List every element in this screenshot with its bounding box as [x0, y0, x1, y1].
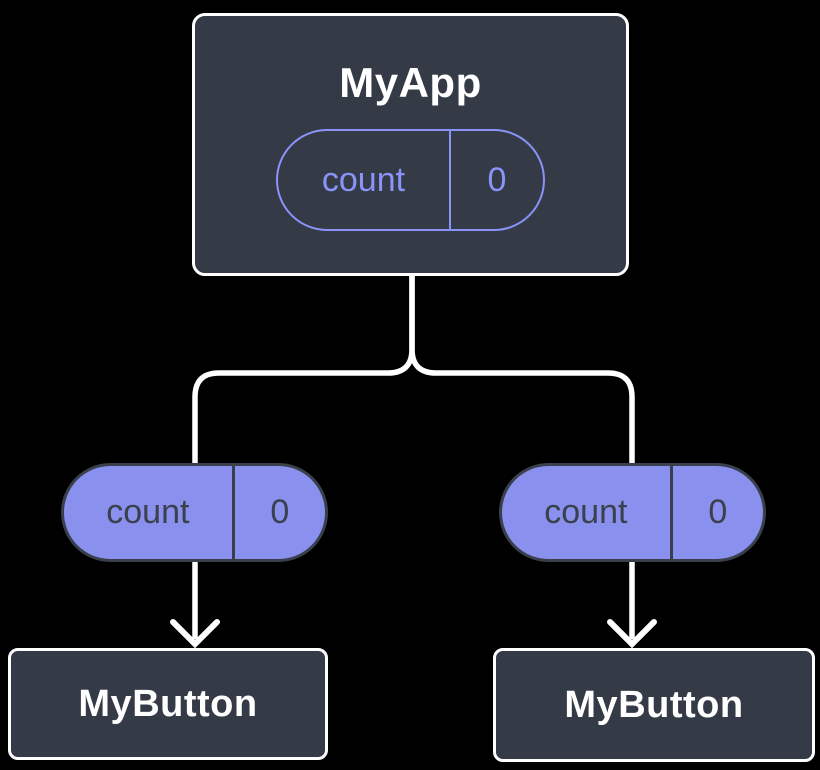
state-value-label: 0: [487, 160, 507, 199]
prop-value-label: 0: [270, 493, 290, 531]
prop-pill-value-section: 0: [235, 466, 325, 559]
prop-value-label: 0: [708, 493, 728, 531]
prop-name-label: count: [106, 493, 190, 531]
child-component-node-right: MyButton: [493, 648, 815, 762]
prop-pill-value-section: 0: [673, 466, 763, 559]
child-component-title: MyButton: [564, 683, 744, 726]
prop-name-label: count: [544, 493, 628, 531]
arrow-down-icon: [607, 619, 657, 649]
root-component-title: MyApp: [339, 59, 482, 106]
prop-pill-name-section: count: [64, 466, 235, 559]
state-name-label: count: [321, 160, 406, 199]
connector-left-branch: [192, 276, 415, 639]
root-component-node: MyApp count 0: [192, 13, 629, 276]
state-pill-value-section: 0: [451, 131, 543, 229]
child-component-title: MyButton: [78, 682, 258, 725]
state-pill: count 0: [276, 129, 545, 231]
prop-pill-name-section: count: [502, 466, 673, 559]
arrow-down-icon: [170, 619, 220, 649]
prop-pill-right: count 0: [499, 463, 766, 562]
connector-right-branch: [409, 276, 635, 639]
prop-pill-left: count 0: [61, 463, 328, 562]
state-pill-name-section: count: [278, 131, 451, 229]
child-component-node-left: MyButton: [8, 648, 328, 760]
